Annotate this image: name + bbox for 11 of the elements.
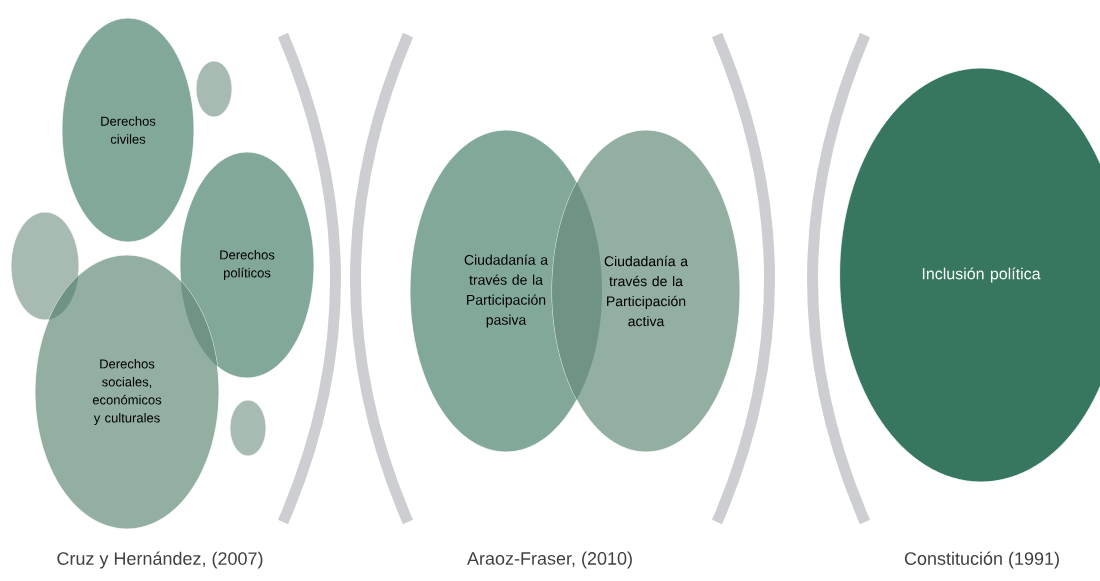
circle: [229, 399, 267, 457]
circle: [10, 211, 80, 321]
caption: Araoz-Fraser, (2010): [467, 551, 632, 569]
ellipse-node: Derechos sociales, económicos y culturales: [34, 254, 220, 530]
circle: [195, 60, 233, 118]
ellipse-node: Ciudadanía a través de la Participación activa: [551, 129, 741, 453]
caption: Constitución (1991): [904, 551, 1059, 569]
ellipse-node: Derechos civiles: [61, 17, 195, 243]
ellipse-node: Derechos políticos: [179, 151, 315, 379]
ellipse-node: Inclusión política: [839, 67, 1100, 483]
caption: Cruz y Hernández, (2007): [57, 551, 263, 569]
